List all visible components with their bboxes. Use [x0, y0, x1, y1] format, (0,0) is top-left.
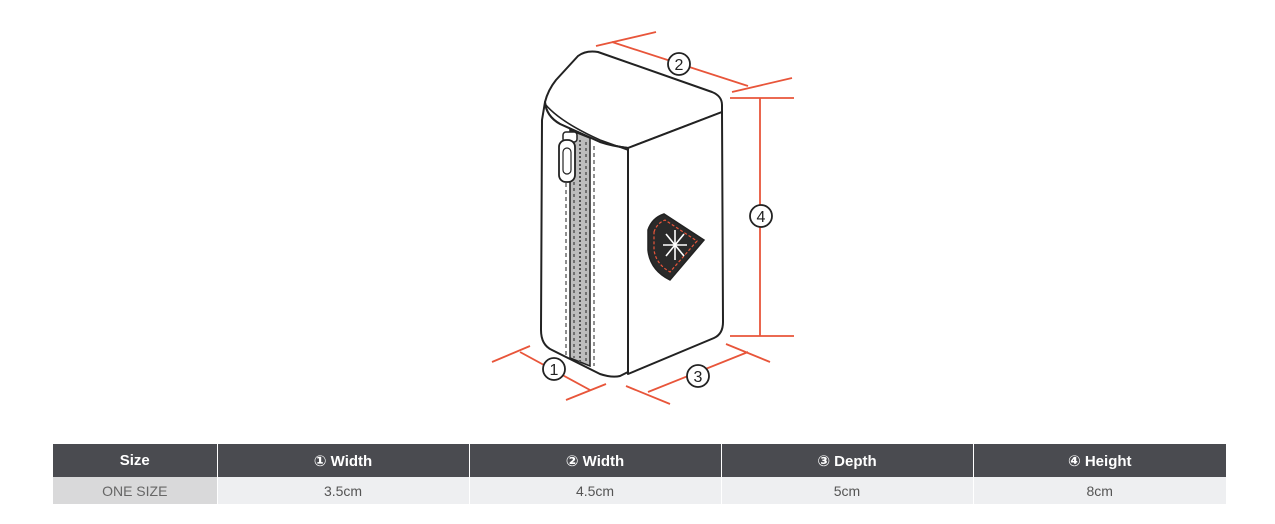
header-size: Size	[53, 444, 218, 477]
shield-asterisk-icon	[647, 213, 706, 281]
marker-4: 4	[749, 204, 773, 228]
header-depth: ③ Depth	[721, 444, 974, 477]
header-height: ④ Height	[973, 444, 1226, 477]
cell-size: ONE SIZE	[53, 477, 218, 504]
cell-depth: 5cm	[721, 477, 974, 504]
zipper-pull-icon	[558, 131, 578, 183]
zipper-detail	[558, 128, 595, 368]
marker-3: 3	[686, 364, 710, 388]
svg-text:4: 4	[757, 209, 766, 226]
marker-1: 1	[542, 357, 566, 381]
pouch-illustration	[540, 50, 724, 378]
header-width-2: ② Width	[469, 444, 722, 477]
table-row: ONE SIZE 3.5cm 4.5cm 5cm 8cm	[53, 477, 1226, 504]
marker-2: 2	[667, 52, 691, 76]
header-width-1: ① Width	[217, 444, 470, 477]
size-table: Size ① Width ② Width ③ Depth ④ Height ON…	[53, 444, 1226, 504]
svg-text:2: 2	[675, 57, 684, 74]
cell-width-2: 4.5cm	[469, 477, 722, 504]
svg-text:1: 1	[550, 362, 559, 379]
cell-height: 8cm	[973, 477, 1226, 504]
cell-width-1: 3.5cm	[217, 477, 470, 504]
product-dimension-diagram: 2 4 1 3	[491, 31, 794, 405]
table-header-row: Size ① Width ② Width ③ Depth ④ Height	[53, 444, 1226, 477]
svg-text:3: 3	[694, 369, 703, 386]
